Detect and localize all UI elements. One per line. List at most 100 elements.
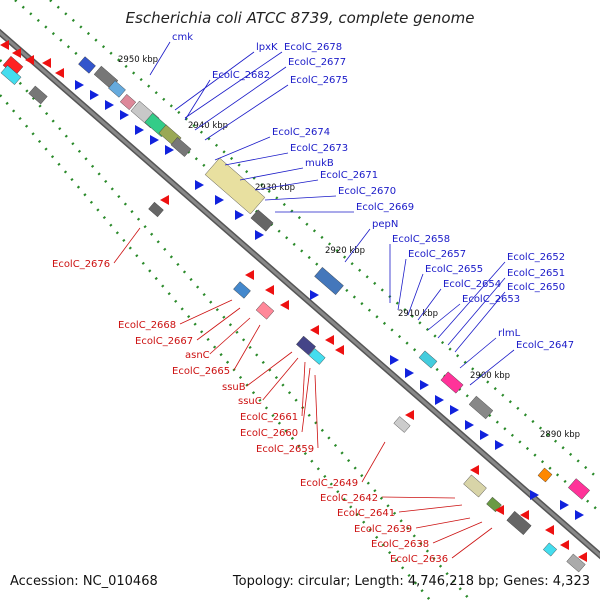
forward-gene-leader	[194, 66, 287, 131]
reverse-gene-label: asnC	[185, 350, 210, 361]
reverse-gene-leader	[196, 307, 241, 341]
reverse-gene-arrow-16	[545, 525, 554, 535]
forward-gene-leader	[149, 41, 171, 76]
reverse-gene-block-1	[0, 65, 22, 85]
reverse-gene-arrow-0	[0, 40, 9, 50]
forward-gene-label: EcolC_2651	[507, 268, 565, 279]
reverse-gene-arrow-9	[310, 325, 319, 335]
forward-gene-label: EcolC_2673	[290, 143, 348, 154]
forward-gene-leader	[204, 84, 289, 141]
guide-ring-inner	[0, 59, 471, 600]
forward-gene-arrow-6	[165, 145, 174, 155]
scale-tick-label: 2920 kbp	[325, 246, 365, 256]
reverse-gene-arrow-13	[470, 465, 479, 475]
forward-gene-arrow-15	[435, 395, 444, 405]
reverse-gene-arrow-6	[245, 270, 254, 280]
reverse-gene-block-9	[463, 474, 487, 498]
forward-gene-arrow-16	[450, 405, 459, 415]
forward-gene-block-9	[250, 209, 274, 232]
forward-gene-label: rlmL	[498, 328, 521, 339]
reverse-gene-block-7	[308, 348, 326, 365]
forward-gene-block-12	[440, 371, 464, 394]
forward-gene-block-7	[170, 137, 192, 157]
map-title: Escherichia coli ATCC 8739, complete gen…	[125, 9, 475, 27]
forward-gene-leader	[407, 273, 424, 316]
forward-gene-arrow-13	[405, 368, 414, 378]
reverse-gene-label: EcolC_2665	[172, 366, 230, 377]
reverse-gene-arrow-12	[405, 410, 414, 420]
forward-gene-label: cmk	[172, 32, 193, 43]
forward-gene-label: EcolC_2647	[516, 340, 574, 351]
forward-gene-arrow-14	[420, 380, 429, 390]
forward-gene-label: EcolC_2675	[290, 75, 348, 86]
reverse-gene-label: EcolC_2649	[300, 478, 358, 489]
topology-text: Topology: circular; Length: 4,746,218 bp…	[232, 574, 590, 589]
reverse-gene-leader	[398, 504, 463, 513]
forward-gene-label: EcolC_2677	[288, 57, 346, 68]
scale-tick-label: 2910 kbp	[398, 309, 438, 319]
forward-gene-block-13	[468, 395, 494, 420]
forward-gene-arrow-21	[560, 500, 569, 510]
forward-gene-block-3	[119, 94, 137, 110]
forward-gene-leader	[447, 277, 506, 346]
reverse-gene-label: EcolC_2676	[52, 259, 110, 270]
forward-gene-arrow-17	[465, 420, 474, 430]
reverse-gene-block-11	[506, 510, 532, 536]
forward-gene-leader	[224, 152, 289, 166]
accession-text: Accession: NC_010468	[10, 574, 158, 589]
reverse-gene-arrow-4	[55, 68, 64, 78]
reverse-gene-leader	[381, 496, 456, 499]
reverse-gene-leader	[432, 521, 483, 544]
reverse-gene-leader	[113, 227, 141, 264]
forward-gene-leader	[254, 179, 319, 191]
forward-gene-label: EcolC_2652	[507, 252, 565, 263]
forward-gene-leader	[397, 258, 407, 311]
reverse-gene-label: EcolC_2642	[320, 493, 378, 504]
forward-gene-arrow-5	[150, 135, 159, 145]
reverse-gene-leader	[233, 324, 261, 371]
forward-gene-arrow-2	[105, 100, 114, 110]
reverse-gene-label: EcolC_2661	[240, 412, 298, 423]
reverse-gene-label: EcolC_2641	[337, 508, 395, 519]
reverse-gene-arrow-8	[280, 300, 289, 310]
forward-gene-leader	[469, 349, 515, 386]
scale-tick-label: 2950 kbp	[118, 55, 158, 65]
forward-gene-arrow-4	[135, 125, 144, 135]
forward-gene-arrow-20	[530, 490, 539, 500]
reverse-gene-label: EcolC_2668	[118, 320, 176, 331]
forward-gene-leader	[344, 228, 371, 263]
forward-gene-label: EcolC_2678	[284, 42, 342, 53]
forward-gene-label: pepN	[372, 219, 398, 230]
reverse-gene-block-5	[255, 301, 275, 320]
reverse-gene-block-2	[28, 85, 48, 105]
forward-gene-arrow-18	[480, 430, 489, 440]
forward-gene-leader	[264, 195, 337, 201]
forward-gene-label: EcolC_2669	[356, 202, 414, 213]
reverse-gene-arrow-3	[42, 58, 51, 68]
forward-gene-label: EcolC_2654	[443, 279, 501, 290]
reverse-gene-arrow-10	[325, 335, 334, 345]
forward-gene-leader	[239, 167, 304, 181]
reverse-gene-leader	[246, 351, 293, 387]
reverse-gene-block-4	[233, 281, 251, 299]
reverse-gene-block-8	[393, 416, 411, 433]
forward-gene-block-14	[537, 467, 553, 483]
reverse-gene-arrow-5	[160, 195, 169, 205]
forward-gene-block-0	[78, 56, 96, 74]
forward-gene-arrow-11	[310, 290, 319, 300]
forward-gene-leader	[174, 51, 255, 111]
reverse-gene-arrow-7	[265, 285, 274, 295]
reverse-gene-label: ssuB	[222, 382, 246, 393]
forward-gene-label: EcolC_2682	[212, 70, 270, 81]
reverse-gene-arrow-15	[520, 510, 529, 520]
forward-gene-leader	[437, 261, 506, 339]
forward-gene-block-8	[204, 157, 266, 215]
forward-gene-label: EcolC_2670	[338, 186, 396, 197]
forward-gene-arrow-7	[195, 180, 204, 190]
scale-tick-label: 2900 kbp	[470, 371, 510, 381]
forward-gene-block-15	[567, 478, 591, 500]
reverse-gene-leader	[301, 367, 311, 433]
forward-gene-label: mukB	[305, 158, 334, 169]
reverse-gene-block-3	[148, 201, 164, 218]
